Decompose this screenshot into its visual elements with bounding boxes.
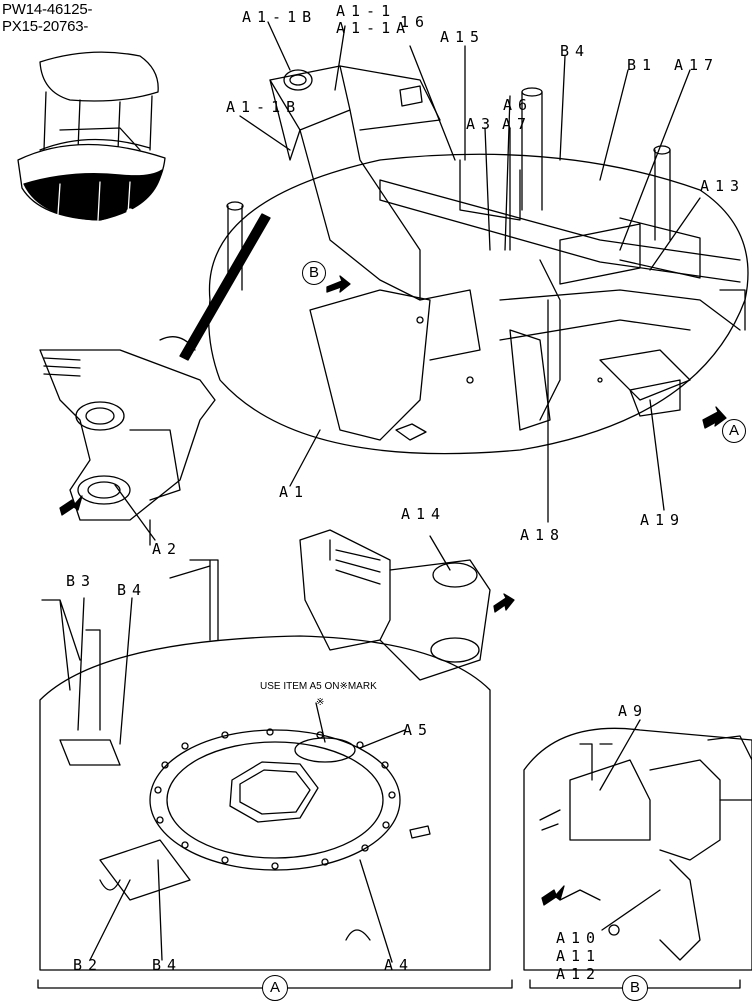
detail-pointer [179,213,271,361]
label-a1-1b-top: A1-1B [242,8,318,26]
label-b4-top: B4 [560,42,591,60]
label-a12: A12 [556,965,602,983]
label-a11: A11 [556,947,602,965]
label-a1-1b-left: A1-1B [226,98,302,116]
label-a4: A4 [384,956,415,974]
label-a1: A1 [279,483,310,501]
view-marker-a: A [262,975,288,1001]
upper-frame-assembly [208,21,749,523]
callout-b: B [302,261,326,285]
view-brackets [37,979,741,989]
label-a19: A19 [640,511,686,529]
label-a1-1: A1-1 [336,2,397,20]
label-a10: A10 [556,929,602,947]
direction-arrows [59,275,727,906]
usage-note: USE ITEM A5 ON※MARK [260,681,377,692]
label-b4-bottom: B4 [152,956,183,974]
label-a1-1a: A1-1A [336,19,412,37]
label-a3: A3 [466,115,497,133]
label-b3: B3 [66,572,97,590]
serial-number-2: PX15-20763- [2,18,89,35]
label-a9: A9 [618,702,649,720]
detail-inset [39,336,216,546]
label-a18: A18 [520,526,566,544]
label-a15: A15 [440,28,486,46]
label-a13: A13 [700,177,746,195]
label-a7: A7 [502,115,533,133]
serial-number-1: PW14-46125- [2,1,93,18]
label-b4-mid: B4 [117,581,148,599]
label-a2: A2 [152,540,183,558]
label-a6: A6 [503,96,534,114]
view-b-drawing [523,719,752,971]
machine-thumbnail [17,51,166,221]
view-a-drawing [39,529,491,971]
label-b1: B1 [627,56,658,74]
view-marker-b: B [622,975,648,1001]
label-a16: 16 [400,13,431,31]
label-a14: A14 [401,505,447,523]
label-b2: B2 [73,956,104,974]
label-a17: A17 [674,56,720,74]
callout-a: A [722,419,746,443]
note-mark: ※ [316,697,325,708]
label-a5: A5 [403,721,434,739]
